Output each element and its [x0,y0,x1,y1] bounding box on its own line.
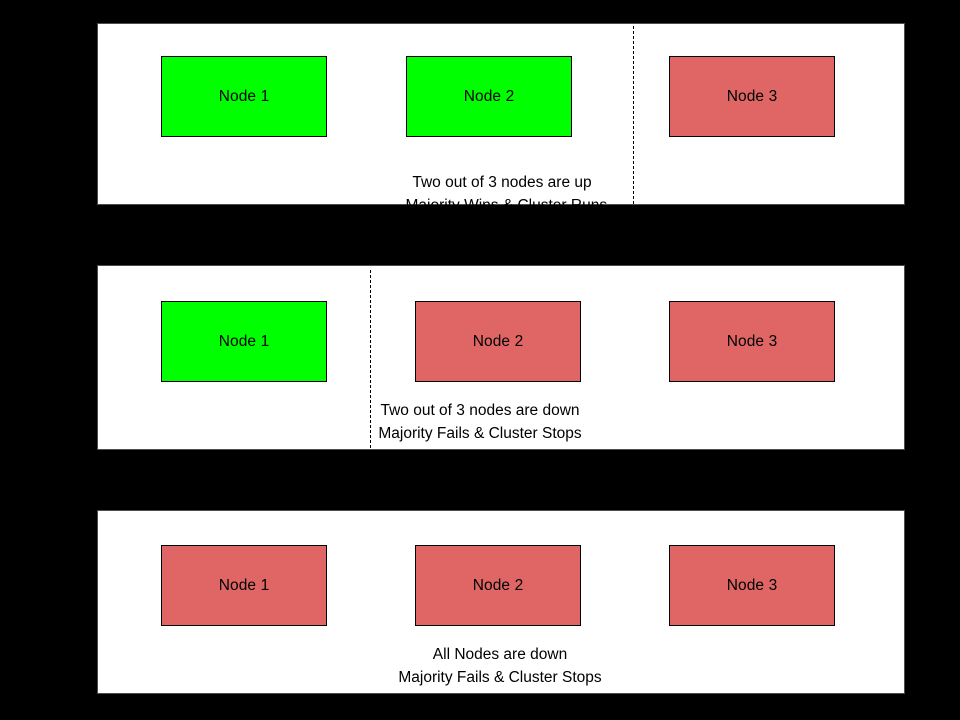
node-box-panel3-node1[interactable]: Node 1 [161,545,327,626]
caption-line-1: Two out of 3 nodes are down [380,402,580,419]
node-label: Node 1 [218,87,270,105]
node-box-panel2-node3[interactable]: Node 3 [669,301,835,382]
node-label: Node 1 [218,332,270,350]
scenario-panel-all-down: Node 1 Node 2 Node 3 All Nodes are down … [97,510,905,694]
node-box-panel1-node2[interactable]: Node 2 [406,56,572,137]
caption-line-2: Majority Fails & Cluster Stops [398,669,602,686]
caption-line-2: , Majority Wins & Cluster Runs [396,197,608,214]
node-box-panel3-node2[interactable]: Node 2 [415,545,581,626]
scenario-panel-two-of-three-up: Node 1 Node 2 Node 3 Two out of 3 nodes … [97,23,905,214]
caption-line-1: All Nodes are down [432,646,568,663]
scenario-panel-two-of-three-down: Node 1 Node 2 Node 3 Two out of 3 nodes … [97,265,905,450]
caption-panel3: All Nodes are down Majority Fails & Clus… [200,643,800,689]
node-label: Node 2 [472,332,524,350]
node-label: Node 2 [472,576,524,594]
node-box-panel1-node3[interactable]: Node 3 [669,56,835,137]
caption-line-1: Two out of 3 nodes are up [412,174,592,191]
caption-panel2: Two out of 3 nodes are down Majority Fai… [180,399,780,445]
caption-panel1: Two out of 3 nodes are up , Majority Win… [302,171,702,217]
node-label: Node 3 [726,332,778,350]
node-box-panel2-node1[interactable]: Node 1 [161,301,327,382]
node-label: Node 3 [726,576,778,594]
caption-line-2: Majority Fails & Cluster Stops [378,425,582,442]
quorum-divider-panel1 [633,26,634,204]
node-label: Node 1 [218,576,270,594]
node-box-panel1-node1[interactable]: Node 1 [161,56,327,137]
node-label: Node 3 [726,87,778,105]
node-label: Node 2 [463,87,515,105]
node-box-panel3-node3[interactable]: Node 3 [669,545,835,626]
node-box-panel2-node2[interactable]: Node 2 [415,301,581,382]
quorum-divider-panel2 [370,270,371,448]
